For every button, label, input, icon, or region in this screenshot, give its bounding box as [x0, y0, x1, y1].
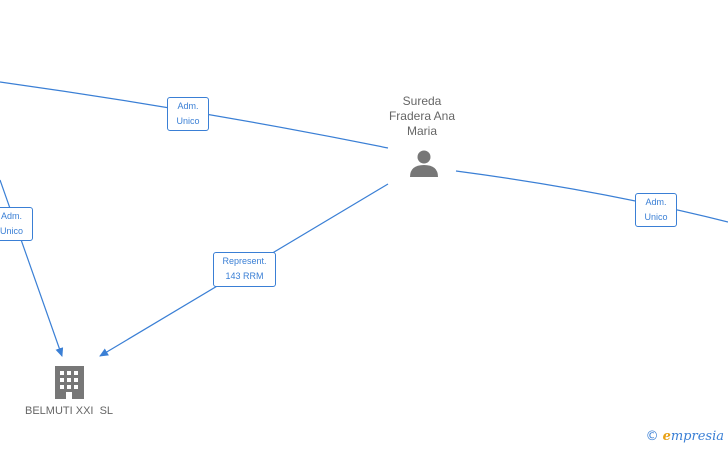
- person-name[interactable]: Sureda Fradera Ana Maria: [372, 94, 472, 139]
- edge-label-line2: Unico: [0, 226, 23, 236]
- person-name-line3: Maria: [406, 124, 437, 138]
- edge-label-line2: Unico: [644, 212, 668, 222]
- edge-label-represent[interactable]: Represent. 143 RRM: [213, 252, 276, 287]
- copyright-symbol: ©: [645, 429, 659, 444]
- edge-adm-right: [455, 170, 728, 223]
- building-icon[interactable]: [55, 366, 84, 399]
- edge-label-line1: Adm.: [645, 197, 667, 207]
- person-name-line2: Fradera Ana: [388, 109, 456, 123]
- edge-label-line1: Represent.: [222, 256, 267, 266]
- edge-label-adm-left[interactable]: Adm. Unico: [0, 207, 33, 241]
- person-icon[interactable]: [410, 150, 438, 178]
- person-name-line1: Sureda: [402, 94, 442, 108]
- edge-label-line1: Adm.: [177, 101, 199, 111]
- empresia-logo: ©empresia: [646, 429, 724, 444]
- edge-label-adm-top[interactable]: Adm. Unico: [167, 97, 209, 131]
- edge-label-line2: 143 RRM: [225, 271, 264, 281]
- logo-text: mpresia: [670, 429, 724, 444]
- edge-label-line2: Unico: [176, 116, 200, 126]
- company-name[interactable]: BELMUTI XXI SL: [25, 405, 114, 417]
- edge-label-adm-right[interactable]: Adm. Unico: [635, 193, 677, 227]
- logo-e: e: [662, 429, 671, 444]
- edge-label-line1: Adm.: [0, 211, 22, 221]
